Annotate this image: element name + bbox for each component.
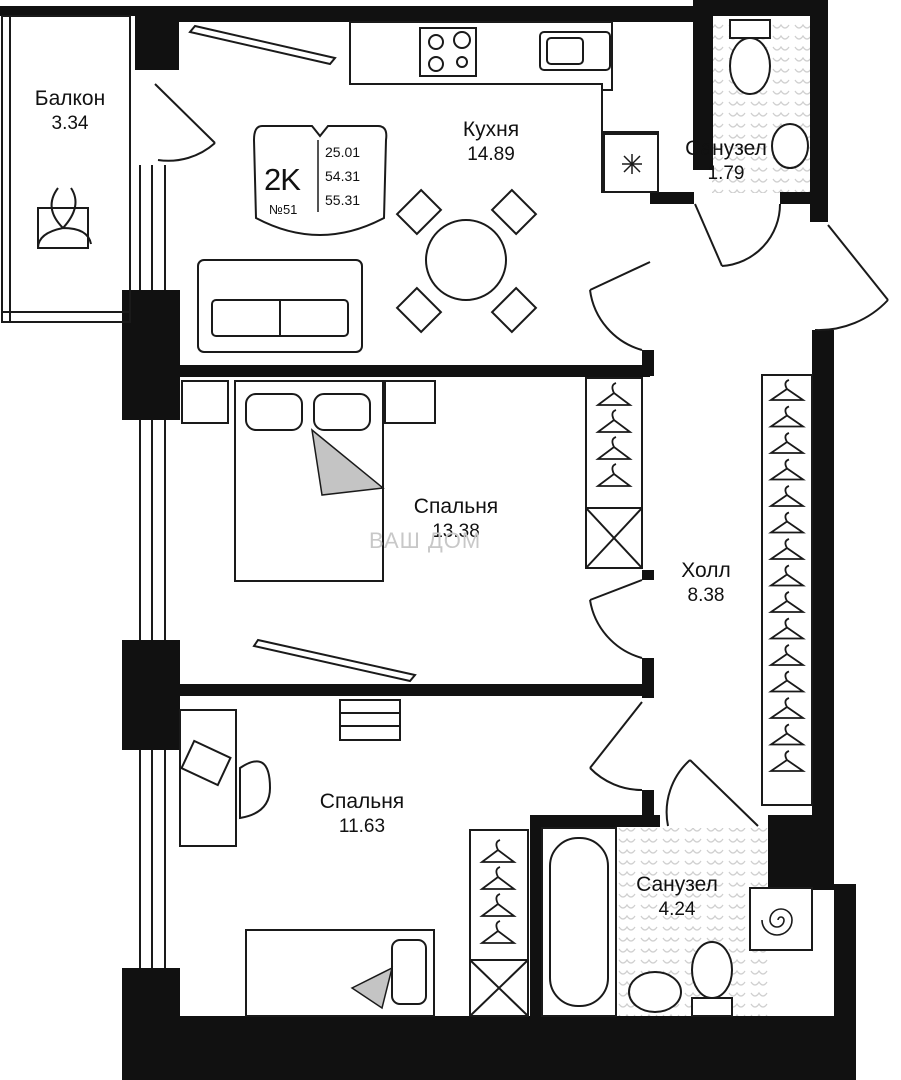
hanger-icon: [768, 405, 806, 428]
badge-code: 2K: [264, 162, 301, 197]
hanger-icon: [768, 485, 806, 507]
hanger-icon: [768, 591, 806, 613]
room-area: 4.24: [658, 899, 696, 921]
room-label-balcony: Балкон 3.34: [20, 86, 120, 136]
room-name: Санузел: [685, 137, 767, 160]
washer-icon: [761, 908, 793, 936]
bedding: [310, 428, 394, 1010]
room-label-hall: Холл 8.38: [656, 558, 756, 608]
hood-icon: [622, 154, 642, 174]
hanger-icon: [768, 750, 806, 772]
room-label-wc-large: Санузел 4.24: [622, 872, 732, 922]
hanger-icon: [768, 379, 806, 401]
hanger-icon: [768, 432, 806, 454]
apartment-badge-shape: [252, 125, 388, 236]
badge-value-2: 54.31: [325, 168, 361, 184]
hanger-icon: [768, 644, 806, 666]
room-name: Спальня: [319, 790, 405, 813]
room-area: 11.63: [338, 816, 386, 838]
doors: [154, 83, 889, 827]
hanger-icon: [768, 670, 806, 693]
room-name: Балкон: [34, 87, 106, 110]
room-label-bedroom-1: Спальня 13.38: [396, 494, 516, 544]
hanger-icon: [768, 723, 806, 746]
watermark: ВАШ ДОМ: [369, 528, 482, 553]
hanger-icon: [768, 538, 806, 560]
room-area: 8.38: [687, 585, 725, 607]
badge-value-1: 25.01: [325, 144, 361, 160]
plant-icon: [37, 187, 92, 249]
apartment-badge: 2K №51 25.01 54.31 55.31: [254, 126, 385, 241]
room-name: Санузел: [636, 873, 718, 896]
windows: [1, 15, 166, 968]
hanger-icon: [768, 511, 806, 534]
hanger-icon: [768, 617, 806, 640]
room-area: 14.89: [467, 144, 515, 166]
hanger-icon: [768, 564, 806, 587]
room-label-kitchen: Кухня 14.89: [431, 117, 551, 167]
hanger-icon: [768, 697, 806, 719]
room-label-wc-small: Санузел 1.79: [676, 136, 776, 186]
badge-number: №51: [269, 202, 298, 217]
room-name: Спальня: [413, 495, 499, 518]
room-area: 3.34: [51, 113, 89, 135]
hanger-icon: [768, 458, 806, 481]
badge-value-3: 55.31: [325, 192, 361, 208]
hall-hanger-icons: [768, 379, 806, 772]
room-area: 13.38: [432, 521, 480, 543]
hanger-icons: [479, 382, 633, 944]
laptop-icon: [180, 739, 272, 820]
walls: [0, 0, 856, 1080]
room-area: 1.79: [707, 163, 745, 185]
room-label-bedroom-2: Спальня 11.63: [302, 789, 422, 839]
room-name: Холл: [681, 559, 731, 582]
room-name: Кухня: [462, 118, 520, 141]
